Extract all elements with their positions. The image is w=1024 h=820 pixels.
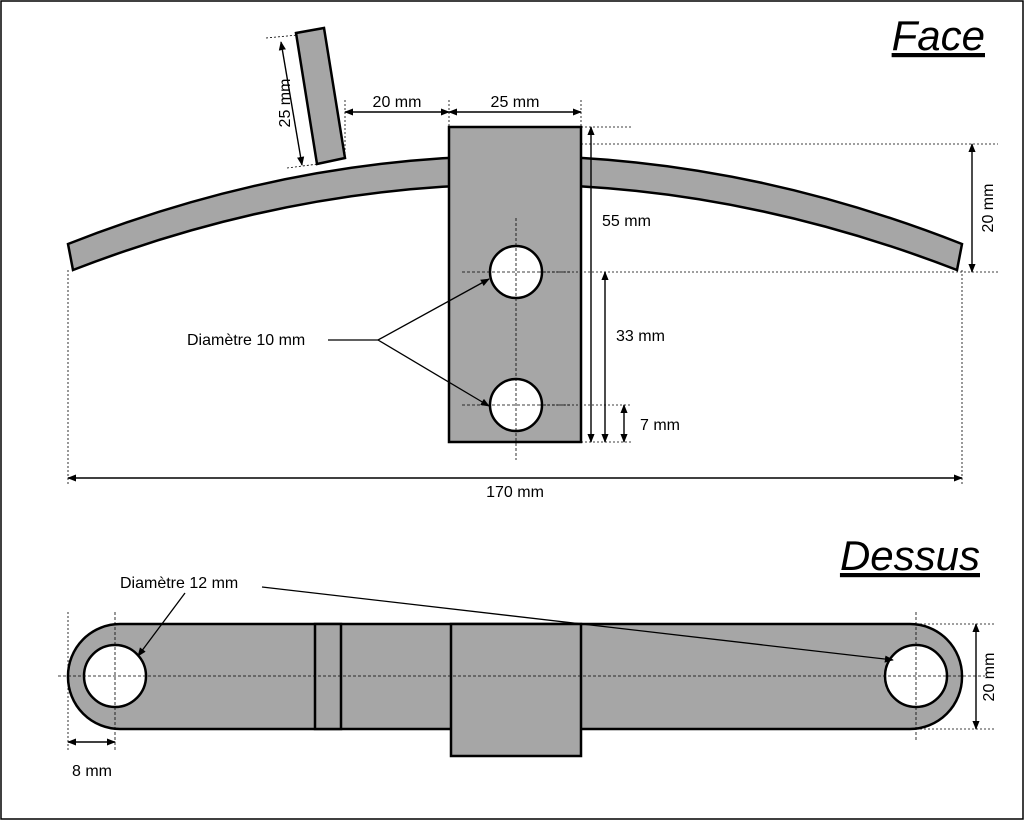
label-height: 20 mm (980, 184, 997, 233)
slanted-arm (294, 26, 347, 166)
label-top-width: 20 mm (981, 653, 998, 702)
ext-arm-top (265, 34, 299, 39)
label-hole-spacing: 33 mm (616, 328, 665, 345)
label-hole-diameter-10: Diamètre 10 mm (187, 332, 305, 349)
curved-strip (66, 154, 964, 272)
label-gap: 20 mm (373, 94, 422, 111)
leader-to-bottom-hole (377, 339, 490, 407)
label-end-offset: 8 mm (72, 763, 112, 780)
face-view: Face 25 mm 20 mm 25 mm (66, 12, 998, 501)
dim-arm-length (278, 41, 305, 166)
ext-arm-bottom (286, 163, 319, 169)
leader-to-top-hole (377, 278, 490, 341)
arm-slot (313, 622, 343, 731)
dessus-title: Dessus (840, 532, 980, 579)
dessus-view: Dessus 20 mm 8 mm Diamètre 12 mm (58, 532, 998, 780)
label-arm-length: 25 mm (277, 79, 294, 128)
label-total-length: 170 mm (486, 484, 544, 501)
label-hole-diameter-12: Diamètre 12 mm (120, 575, 238, 592)
leader-to-right-hole (261, 586, 894, 663)
leader-to-left-hole (137, 592, 186, 657)
label-hole-top: 55 mm (602, 213, 651, 230)
face-title: Face (892, 12, 985, 59)
label-block-width: 25 mm (491, 94, 540, 111)
top-block (449, 622, 583, 758)
label-hole-bottom: 7 mm (640, 417, 680, 434)
